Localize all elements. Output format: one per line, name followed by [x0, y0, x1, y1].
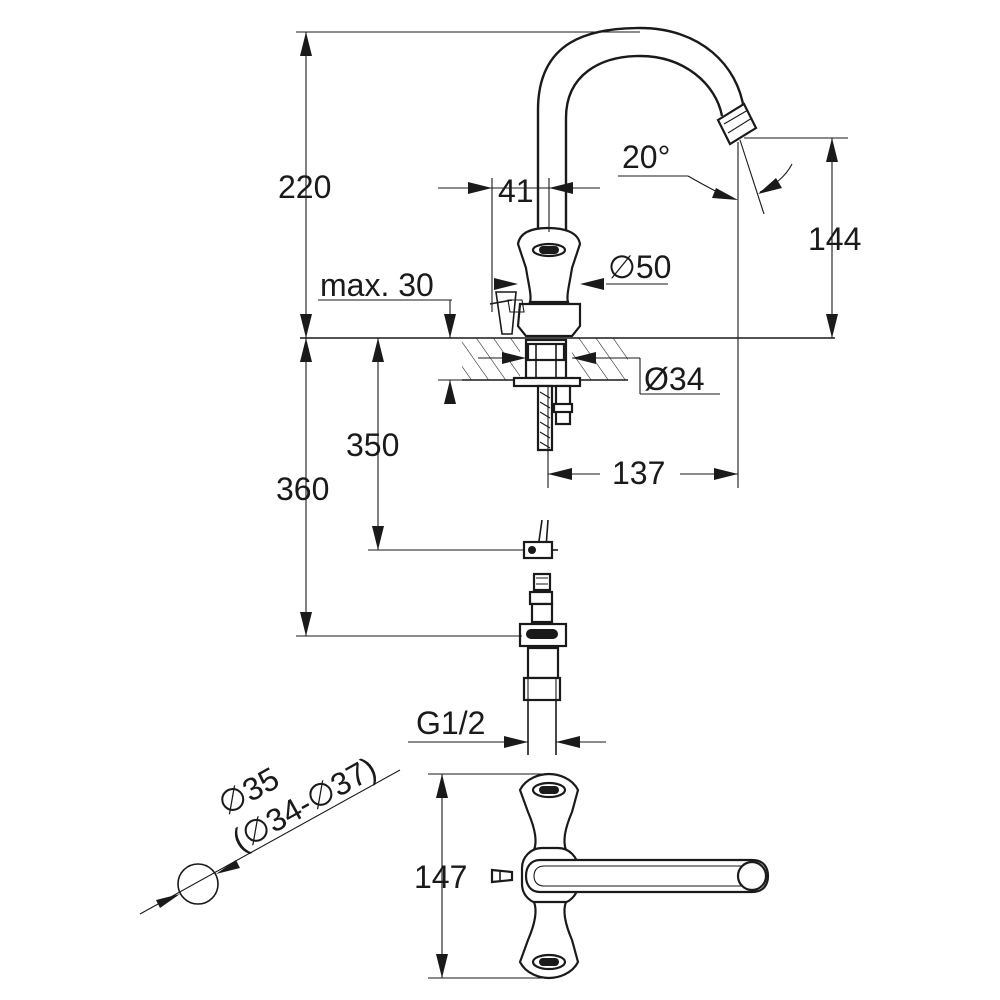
- dim-max-thickness: max. 30: [320, 267, 434, 303]
- dim-top-view-length: 147: [414, 859, 467, 895]
- dim-spout-height: 144: [808, 221, 861, 257]
- side-view: [296, 26, 848, 755]
- dim-lever-width: 41: [498, 173, 534, 209]
- dim-hose-length: 350: [346, 427, 399, 463]
- supply-hose: [518, 519, 568, 755]
- top-view: [428, 772, 770, 980]
- dim-spout-angle: 20°: [622, 139, 670, 175]
- faucet-body: [489, 226, 582, 338]
- dim-body-diameter: ∅50: [608, 249, 671, 285]
- spout: [536, 26, 758, 320]
- dim-connection-thread: G1/2: [416, 705, 485, 741]
- mounting-hole-detail: [139, 769, 401, 915]
- dim-spout-reach: 137: [612, 455, 665, 491]
- dim-total-depth: 360: [276, 471, 329, 507]
- dim-shank-diameter: Ø34: [644, 361, 704, 397]
- dim-overall-height: 220: [278, 169, 331, 205]
- dimension-lines: [296, 31, 848, 748]
